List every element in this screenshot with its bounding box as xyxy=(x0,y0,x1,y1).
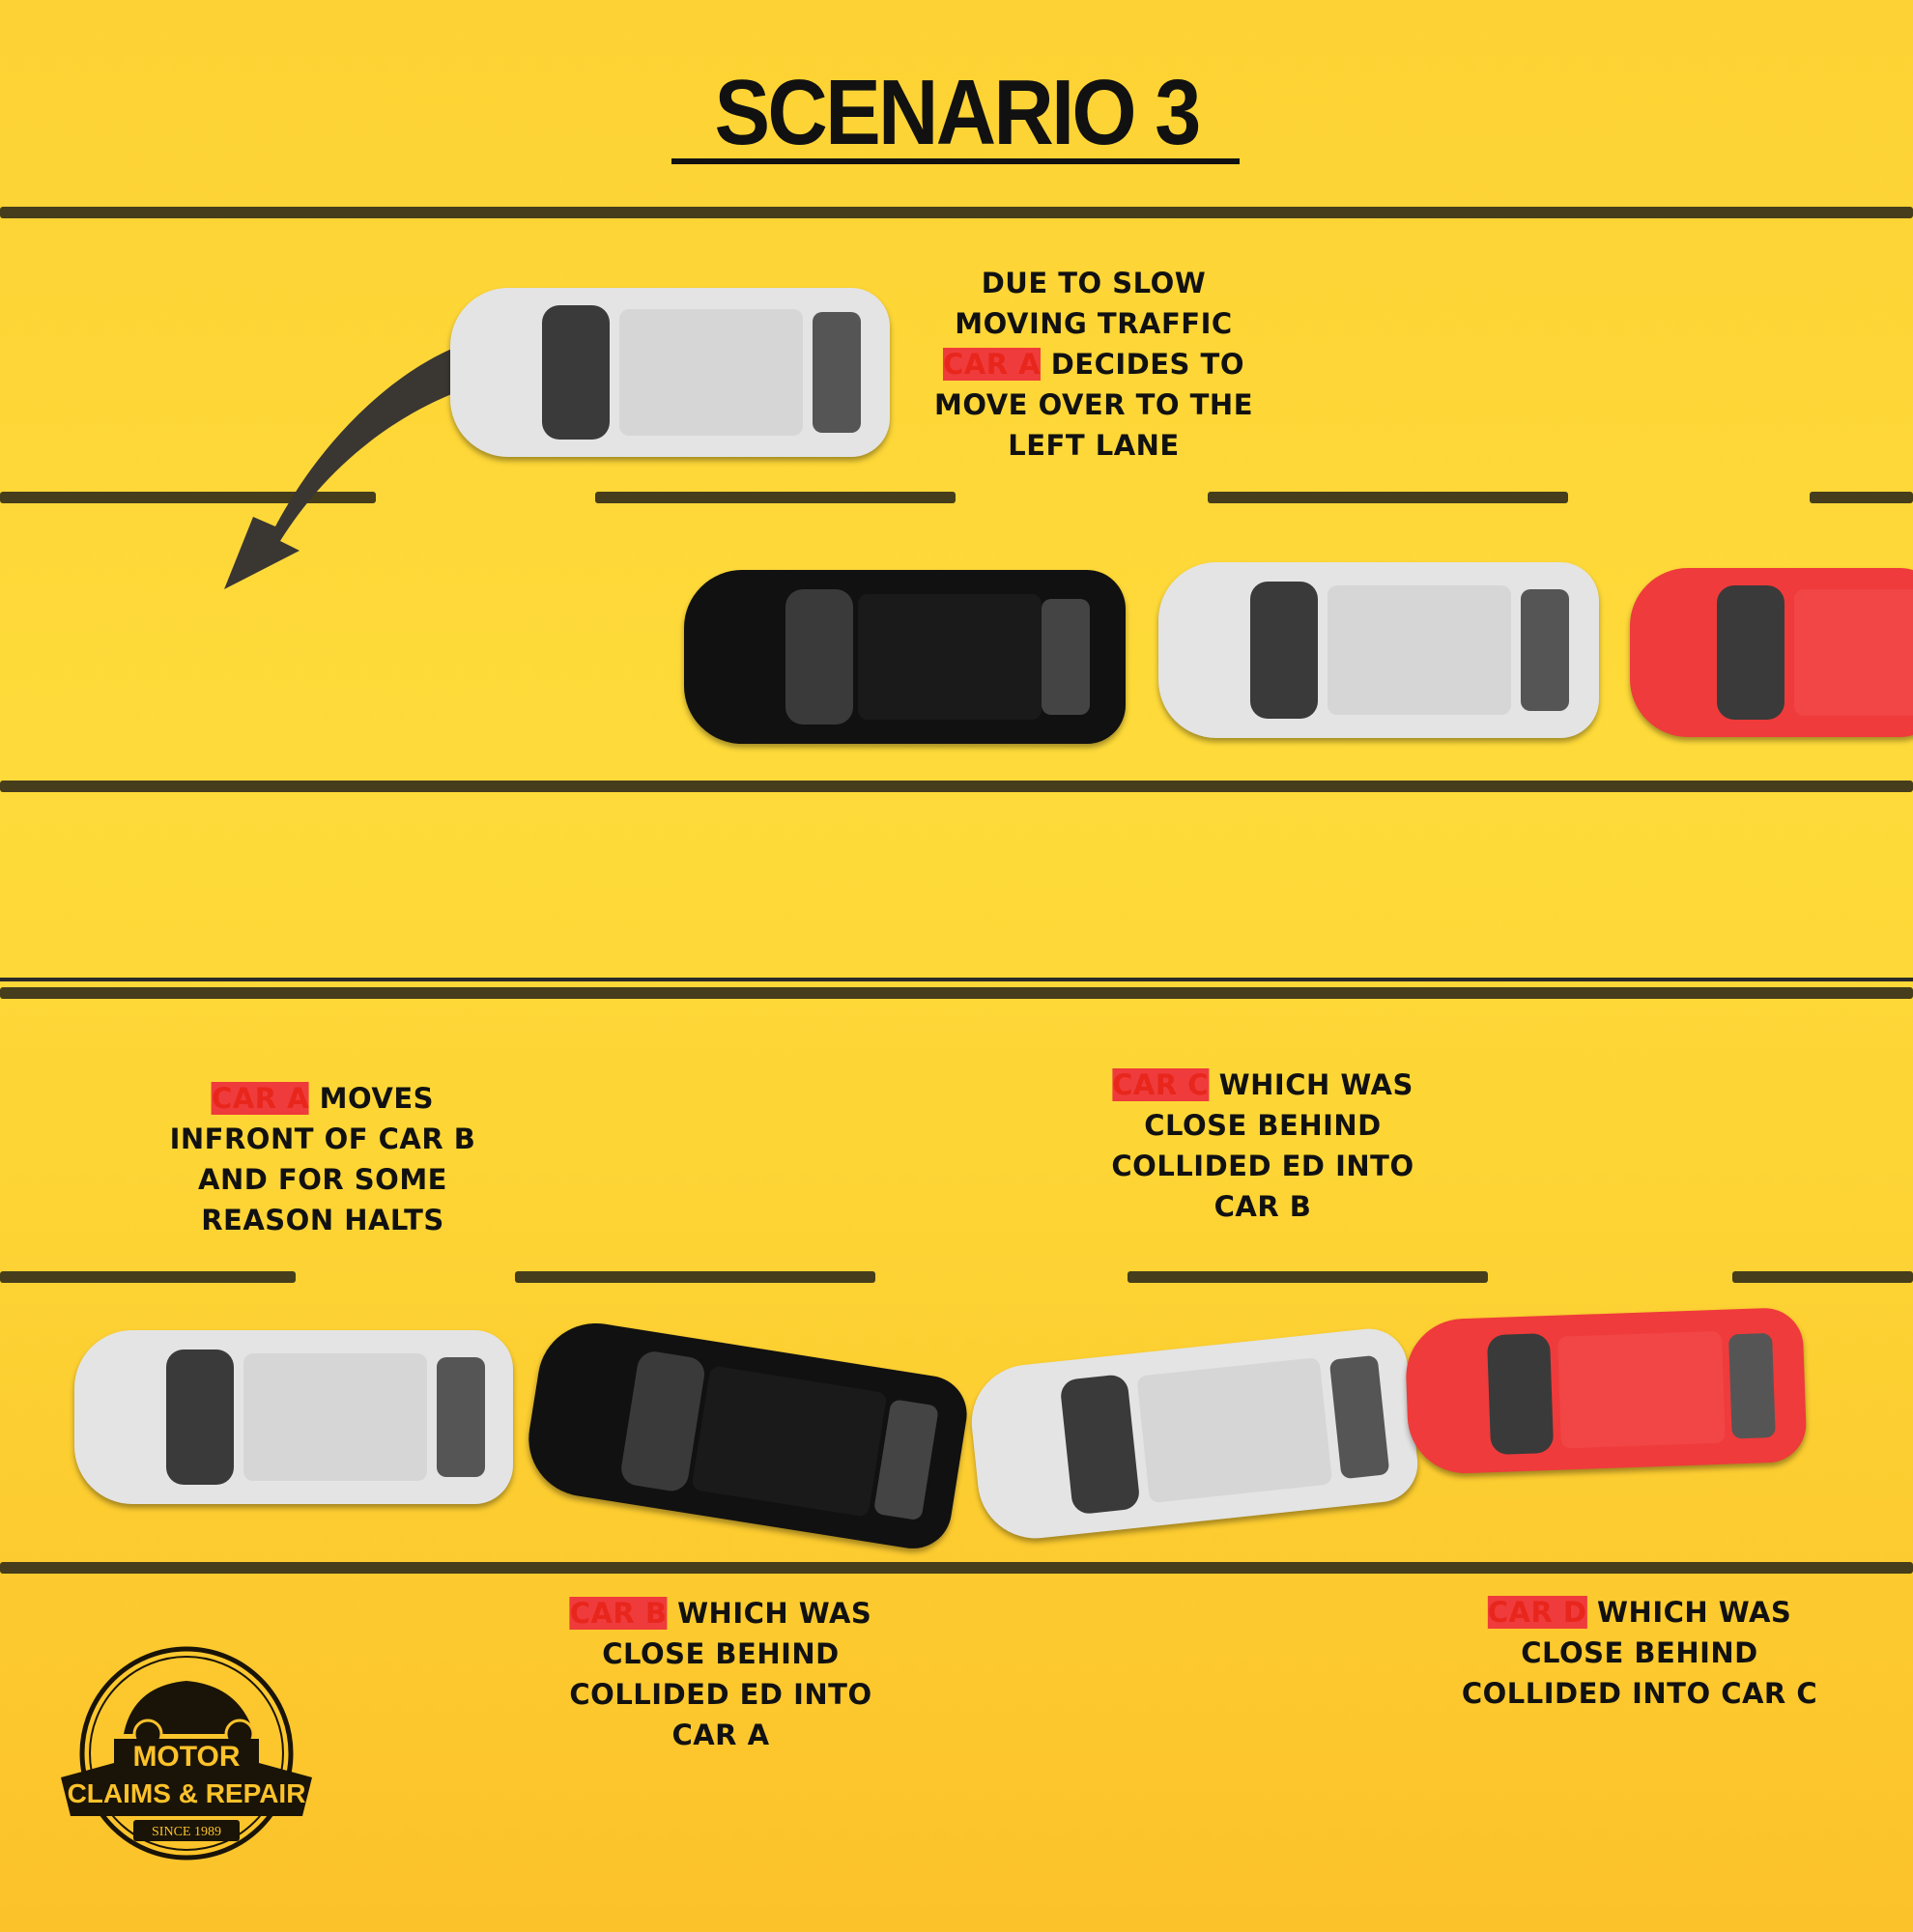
caption-line: DUE TO SLOW xyxy=(981,267,1207,299)
caption-line: CAR A MOVES xyxy=(170,1078,476,1119)
car-a xyxy=(450,288,890,457)
caption-step-1: DUE TO SLOW MOVING TRAFFIC CAR A DECIDES… xyxy=(934,263,1253,466)
caption-line: COLLIDED INTO CAR C xyxy=(1461,1677,1818,1710)
caption-text: DECIDES TO xyxy=(1041,348,1244,381)
caption-step-4: CAR B WHICH WAS CLOSE BEHIND COLLIDED ED… xyxy=(569,1593,871,1755)
car-label: CAR B xyxy=(569,1597,668,1630)
svg-text:SINCE 1989: SINCE 1989 xyxy=(152,1825,221,1839)
car-d-collided xyxy=(1404,1306,1808,1476)
lane-dash xyxy=(0,492,376,503)
caption-text: WHICH WAS xyxy=(1209,1068,1413,1101)
svg-text:MOTOR: MOTOR xyxy=(132,1741,240,1773)
lane-dash xyxy=(1810,492,1913,503)
svg-text:CLAIMS & REPAIR: CLAIMS & REPAIR xyxy=(68,1778,306,1808)
lane-dash xyxy=(1732,1271,1913,1283)
car-label: CAR C xyxy=(1112,1068,1210,1101)
car-label: CAR D xyxy=(1487,1596,1587,1629)
caption-line: CLOSE BEHIND xyxy=(1521,1636,1758,1669)
caption-line: COLLIDED ED INTO xyxy=(569,1678,872,1711)
caption-line: MOVE OVER TO THE xyxy=(933,388,1254,421)
caption-step-5: CAR D WHICH WAS CLOSE BEHIND COLLIDED IN… xyxy=(1462,1592,1817,1714)
page-title: SCENARIO 3 xyxy=(714,61,1201,164)
caption-line: REASON HALTS xyxy=(201,1204,444,1236)
caption-line: LEFT LANE xyxy=(1008,429,1180,462)
caption-step-2: CAR A MOVES INFRONT OF CAR B AND FOR SOM… xyxy=(170,1078,476,1240)
lane-dash xyxy=(1128,1271,1488,1283)
caption-text: WHICH WAS xyxy=(667,1597,872,1630)
lane-dash xyxy=(595,492,956,503)
caption-line: CAR B xyxy=(1213,1190,1312,1223)
title-underline xyxy=(671,158,1240,164)
lane-dash xyxy=(515,1271,875,1283)
car-label: CAR A xyxy=(943,348,1042,381)
caption-line: INFRONT OF CAR B xyxy=(169,1122,476,1155)
car-d xyxy=(1630,568,1913,737)
caption-line: AND FOR SOME xyxy=(198,1163,447,1196)
caption-line: CAR C WHICH WAS xyxy=(1111,1065,1413,1105)
caption-line: CLOSE BEHIND xyxy=(1144,1109,1382,1142)
caption-text: MOVES xyxy=(309,1082,435,1115)
section-divider xyxy=(0,978,1913,981)
caption-line: CAR A xyxy=(671,1719,770,1751)
caption-line: CAR D WHICH WAS xyxy=(1462,1592,1817,1633)
caption-text: WHICH WAS xyxy=(1586,1596,1792,1629)
lane-dash xyxy=(1208,492,1568,503)
road-edge-line xyxy=(0,781,1913,792)
car-c xyxy=(1158,562,1599,738)
road-edge-line xyxy=(0,987,1913,999)
caption-line: COLLIDED ED INTO xyxy=(1111,1150,1414,1182)
car-a-halted xyxy=(74,1330,513,1504)
road-edge-line xyxy=(0,207,1913,218)
caption-line: CAR B WHICH WAS xyxy=(569,1593,871,1634)
company-logo: MOTOR CLAIMS & REPAIR SINCE 1989 xyxy=(61,1646,312,1861)
caption-step-3: CAR C WHICH WAS CLOSE BEHIND COLLIDED ED… xyxy=(1111,1065,1413,1227)
caption-line: CAR A DECIDES TO xyxy=(934,344,1253,384)
caption-line: CLOSE BEHIND xyxy=(602,1637,840,1670)
lane-dash xyxy=(0,1271,296,1283)
car-label: CAR A xyxy=(211,1082,310,1115)
caption-line: MOVING TRAFFIC xyxy=(955,307,1233,340)
road-edge-line xyxy=(0,1562,1913,1574)
car-b xyxy=(684,570,1126,744)
